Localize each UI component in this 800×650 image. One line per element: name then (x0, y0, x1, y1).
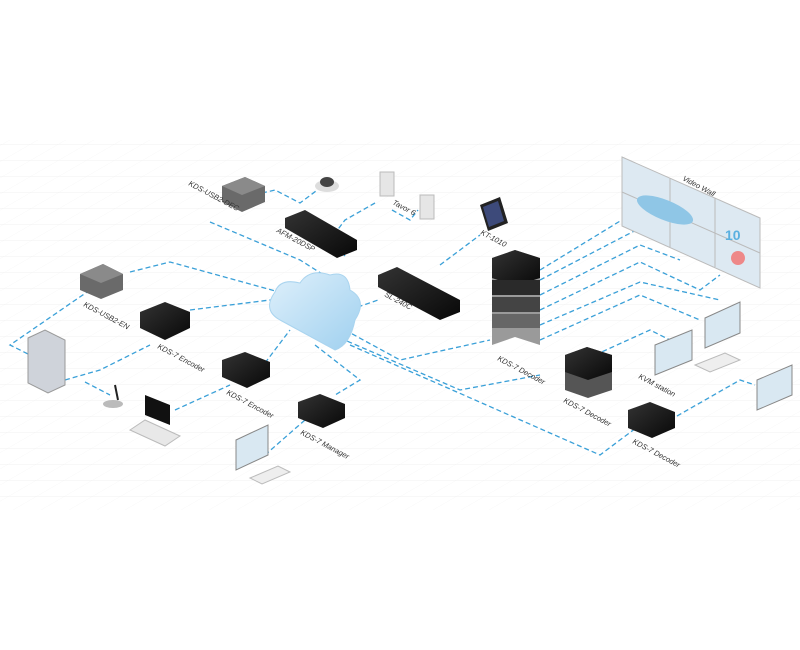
dome-camera-icon (315, 177, 339, 192)
kds-7-manager (298, 394, 345, 428)
kds-7-decoder-2 (565, 347, 612, 398)
kvm-monitors (654, 301, 742, 376)
kt-1010-touch-panel (480, 197, 508, 231)
pc-tower-icon (27, 329, 66, 394)
microphone-icon (103, 384, 123, 408)
afm-20dsp-device (285, 210, 357, 258)
kds-7-encoder-1 (140, 302, 190, 340)
video-wall: 10 (621, 156, 761, 289)
svg-text:10: 10 (725, 227, 741, 243)
tavor-speaker-icon (379, 171, 435, 220)
connection-links (8, 187, 756, 456)
laptop-icon (128, 395, 182, 447)
kds-7-decoder-3 (628, 402, 675, 438)
kds-7-decoder-stack (492, 250, 540, 345)
monitor-icon (235, 424, 292, 485)
sl-240c-device (378, 267, 460, 320)
kds-usb2-en-device (80, 264, 123, 299)
cloud-network (269, 272, 361, 351)
kds-usb2-dec-device (222, 177, 265, 212)
kds-7-encoder-2 (222, 352, 270, 388)
monitor-icon-right (756, 364, 793, 411)
